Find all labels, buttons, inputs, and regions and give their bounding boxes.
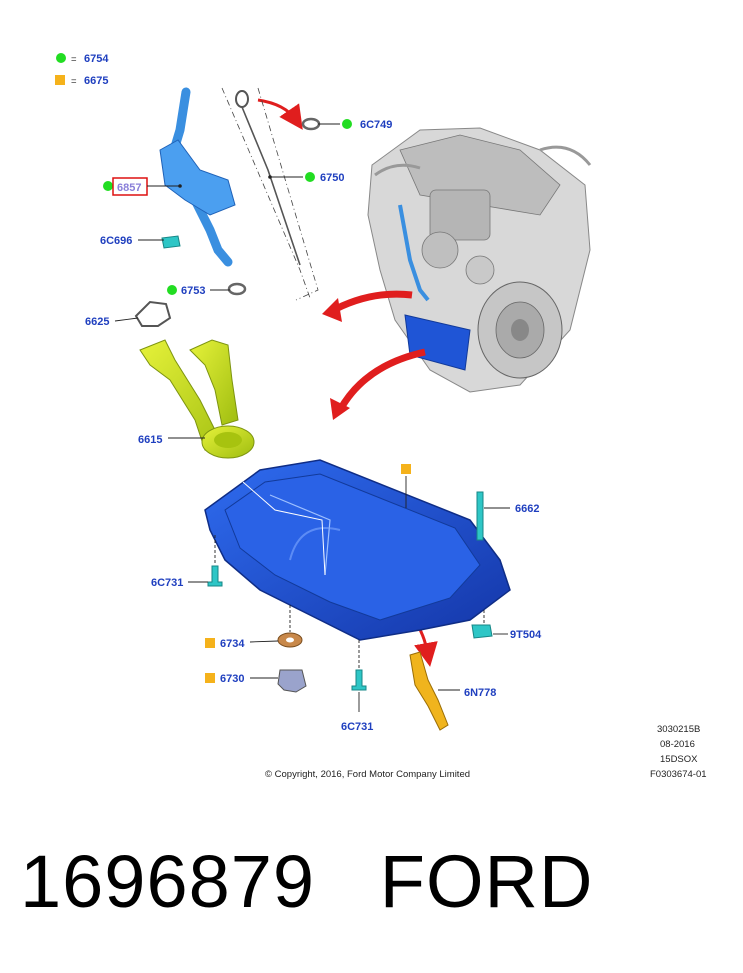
label-6857: 6857 xyxy=(117,182,141,194)
orange-square-icon xyxy=(205,638,215,648)
legend-orange-code: 6675 xyxy=(84,75,108,87)
drawing-meta: 3030215B 08-2016 15DSOX F0303674-01 © Co… xyxy=(265,724,707,780)
meta-date: 08-2016 xyxy=(660,739,695,750)
label-9T504: 9T504 xyxy=(510,629,542,641)
dipstick-handle xyxy=(235,90,249,108)
orange-square-icon xyxy=(205,673,215,683)
meta-model: 15DSOX xyxy=(660,754,698,765)
bolt-6C696 xyxy=(161,235,181,249)
caption-spacer xyxy=(315,840,380,923)
label-6N778: 6N778 xyxy=(464,687,496,699)
orange-square-icon xyxy=(401,464,411,474)
legend-orange-equals: = xyxy=(71,76,77,87)
fasteners xyxy=(207,491,493,731)
label-6625: 6625 xyxy=(85,316,109,328)
label-6C731-left: 6C731 xyxy=(151,577,183,589)
green-dot-icon xyxy=(342,119,352,129)
gasket-6625 xyxy=(134,300,172,327)
engine-illustration xyxy=(367,127,592,393)
part-labels: 6C749 6750 6857 6C696 6753 6625 6615 666… xyxy=(85,119,542,733)
seal-ring-6C749 xyxy=(301,117,321,131)
label-6615: 6615 xyxy=(138,434,162,446)
green-dot-icon xyxy=(305,172,315,182)
oil-level-sensor-6N778 xyxy=(409,651,449,731)
label-6734: 6734 xyxy=(220,638,245,650)
label-6C696: 6C696 xyxy=(100,235,132,247)
label-6C749: 6C749 xyxy=(360,119,392,131)
green-dot-icon xyxy=(56,53,66,63)
caption: 1696879 FORD xyxy=(20,845,593,919)
bolt-6C731-bottom xyxy=(351,669,367,691)
seal-ring-6753 xyxy=(227,282,247,296)
part-number: 1696879 xyxy=(20,840,316,923)
meta-code: 3030215B xyxy=(657,724,700,735)
label-6662: 6662 xyxy=(515,503,539,515)
highlight-box-6857 xyxy=(112,177,148,196)
green-dot-icon xyxy=(103,181,113,191)
legend: = 6754 = 6675 xyxy=(55,53,109,87)
label-6730: 6730 xyxy=(220,673,244,685)
brand-name: FORD xyxy=(379,840,594,923)
stud-6662 xyxy=(476,491,484,541)
legend-green-equals: = xyxy=(71,54,77,65)
label-6753: 6753 xyxy=(181,285,205,297)
orange-square-icon xyxy=(55,75,65,85)
label-6750: 6750 xyxy=(320,172,344,184)
drain-plug-6730 xyxy=(277,669,307,693)
oil-pan-6675 xyxy=(204,459,511,641)
label-6C731-bottom: 6C731 xyxy=(341,721,373,733)
dipstick-assembly xyxy=(159,87,321,301)
oil-pickup-6615 xyxy=(139,339,255,459)
meta-ref: F0303674-01 xyxy=(650,769,707,780)
copyright: © Copyright, 2016, Ford Motor Company Li… xyxy=(265,769,470,780)
sensor-9T504 xyxy=(471,624,493,639)
bolt-6C731-left xyxy=(207,565,223,587)
legend-green-code: 6754 xyxy=(84,53,109,65)
green-dot-icon xyxy=(167,285,177,295)
